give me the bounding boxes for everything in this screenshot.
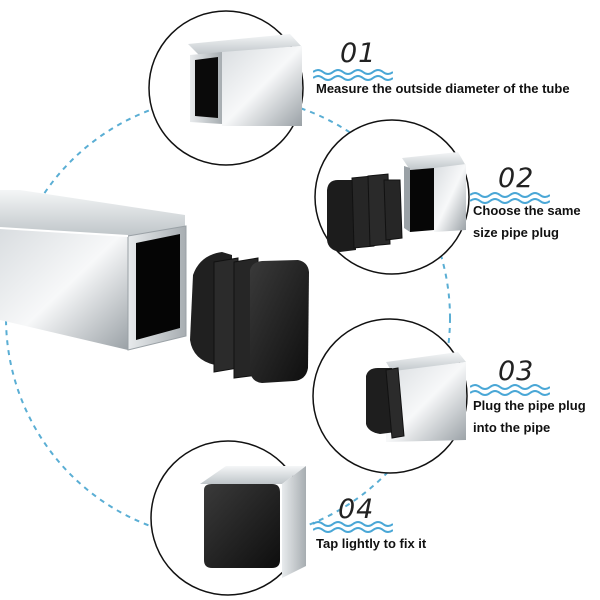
step-04-text: Tap lightly to fix it bbox=[316, 533, 426, 555]
step-04-text-line: Tap lightly to fix it bbox=[316, 536, 427, 551]
step-03-number: 03 bbox=[498, 356, 535, 387]
step-02-text-line-2: size pipe plug bbox=[473, 225, 559, 240]
dashed-guide-ring bbox=[5, 95, 451, 541]
step-02-number: 02 bbox=[498, 163, 535, 194]
step-04-number: 04 bbox=[338, 494, 375, 525]
step-03-wave-decoration bbox=[470, 384, 550, 396]
step-01-text-line: Measure the outside diameter of the tube bbox=[316, 81, 570, 96]
step-02-circle bbox=[314, 119, 470, 275]
step-04-circle bbox=[150, 440, 306, 596]
step-03-text-line-1: Plug the pipe plug bbox=[473, 398, 586, 413]
step-03-circle bbox=[312, 318, 468, 474]
main-plug-image bbox=[190, 252, 309, 383]
step-01-circle bbox=[148, 10, 304, 166]
main-tube-image bbox=[0, 190, 187, 351]
step-02-text: Choose the same size pipe plug bbox=[473, 200, 581, 244]
step-01-wave-decoration bbox=[313, 69, 393, 81]
step-01-text: Measure the outside diameter of the tube bbox=[316, 78, 570, 100]
step-03-text-line-2: into the pipe bbox=[473, 420, 551, 435]
step-04-wave-decoration bbox=[313, 521, 393, 533]
step-01-number: 01 bbox=[340, 38, 377, 69]
step-02-text-line-1: Choose the same bbox=[473, 203, 581, 218]
step-02-wave-decoration bbox=[470, 192, 550, 204]
step-03-text: Plug the pipe plug into the pipe bbox=[473, 395, 586, 439]
